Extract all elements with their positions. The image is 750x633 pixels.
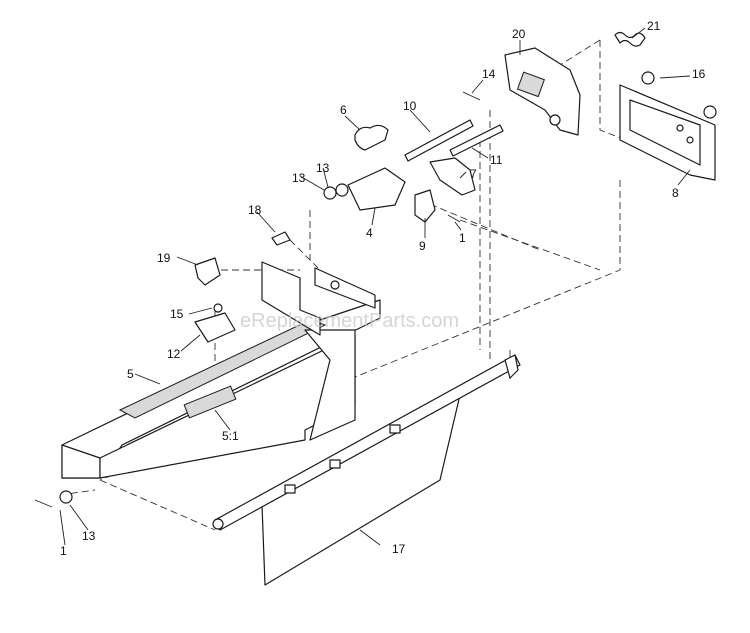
callout-9: 9 <box>419 239 426 253</box>
callout-10: 10 <box>403 99 417 113</box>
frame-part-5 <box>61 299 381 479</box>
bolt-part-18 <box>271 231 291 246</box>
plate-part-12 <box>194 312 236 343</box>
callout-15: 15 <box>170 307 184 321</box>
cotter-pins-part-1-14 <box>34 91 481 508</box>
callout-8: 8 <box>672 186 679 200</box>
callout-17: 17 <box>392 542 406 556</box>
washers-part-13 <box>59 183 349 504</box>
latch-plate-part-20 <box>504 47 581 136</box>
callout-13-upper: 13 <box>316 161 330 175</box>
bolts-part-16 <box>641 71 717 119</box>
callout-21: 21 <box>647 19 661 33</box>
link-part-7 <box>429 157 476 196</box>
knob-part-19 <box>194 257 221 286</box>
leader-lines <box>59 27 691 546</box>
callout-1-lower: 1 <box>60 544 67 558</box>
callout-13-lower: 13 <box>82 529 96 543</box>
callout-11: 11 <box>490 153 503 167</box>
link-part-9 <box>414 189 436 223</box>
callout-18: 18 <box>248 203 262 217</box>
deflector-part-17 <box>212 354 521 586</box>
callout-14: 14 <box>482 67 496 81</box>
callout-13-left: 13 <box>292 171 306 185</box>
bracket-part-8 <box>619 84 716 181</box>
callout-7: 7 <box>470 167 477 181</box>
bracket-part-4 <box>347 167 406 211</box>
callout-6: 6 <box>340 103 347 117</box>
upright-plate <box>261 261 376 336</box>
callout-4: 4 <box>366 226 373 240</box>
callout-labels: 21 20 14 16 6 10 13 13 7 11 8 18 4 9 1 1… <box>60 19 706 558</box>
callout-1-upper: 1 <box>459 231 466 245</box>
screw-part-15 <box>213 303 223 313</box>
spring-part-21 <box>614 31 646 47</box>
watermark-text: eReplacementParts.com <box>240 310 459 332</box>
callout-5-1: 5:1 <box>222 429 239 443</box>
callout-12: 12 <box>167 347 181 361</box>
callout-19: 19 <box>157 251 171 265</box>
pins-part-10-11 <box>404 119 504 162</box>
callout-5: 5 <box>127 367 134 381</box>
spring-part-6 <box>354 124 389 151</box>
callout-16: 16 <box>692 67 706 81</box>
callout-20: 20 <box>512 27 526 41</box>
